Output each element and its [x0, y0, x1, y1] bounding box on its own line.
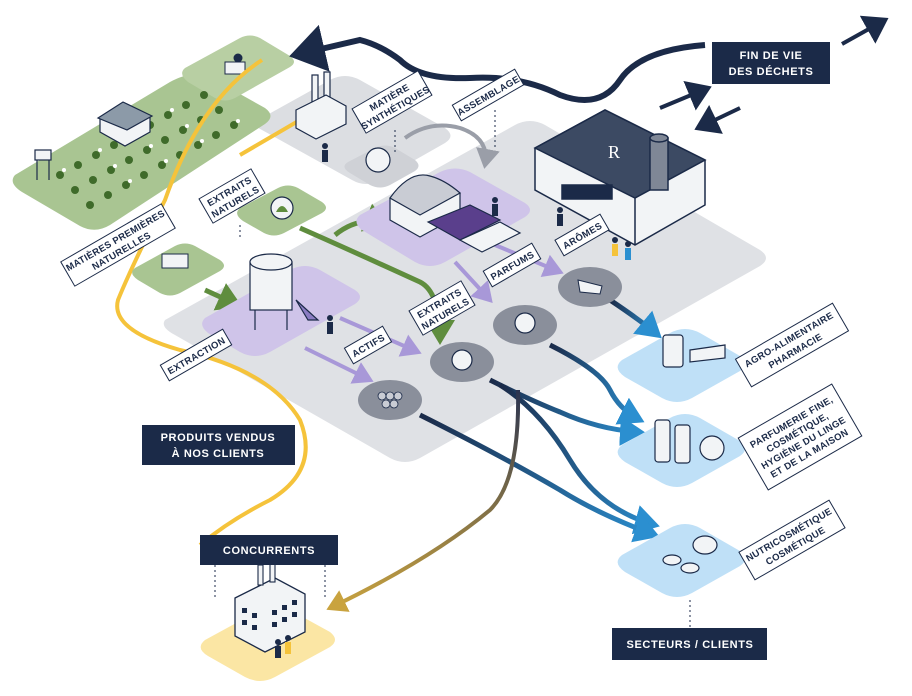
factory-logo-text: R	[608, 142, 620, 162]
synthetic-factory-icon	[295, 71, 347, 140]
flowers	[62, 108, 240, 183]
out-arrow-extraits-2	[498, 382, 660, 535]
node-parfums	[493, 305, 557, 345]
synthetic-node	[344, 145, 419, 188]
concurrents-label: CONCURRENTS	[200, 535, 338, 565]
purple-arrow-2	[304, 346, 374, 384]
svg-text:CONCURRENTS: CONCURRENTS	[223, 545, 315, 557]
svg-text:À NOS CLIENTS: À NOS CLIENTS	[172, 447, 265, 460]
extraction-zone	[202, 266, 360, 356]
purple-arrow-3	[453, 260, 493, 303]
fin-arrow-3	[841, 15, 889, 46]
sector-agro-platform	[617, 329, 745, 402]
fin-arrow-1	[659, 80, 712, 111]
svg-text:PRODUITS VENDUS: PRODUITS VENDUS	[161, 432, 276, 444]
synthetic-to-assembly-arrow	[403, 123, 500, 169]
yellow-flow-2	[238, 118, 302, 157]
assembly-building-icon	[389, 174, 522, 253]
secteurs-label: SECTEURS / CLIENTS	[612, 628, 767, 660]
agro-label: AGRO-ALIMENTAIRE PHARMACIE	[734, 302, 850, 388]
sector-nutri-platform	[617, 524, 745, 597]
competitors-platform	[200, 559, 335, 681]
greenhouse-icon	[224, 53, 246, 75]
main-factory-icon	[533, 109, 707, 246]
out-arrow-actifs	[418, 412, 660, 543]
svg-text:DES DÉCHETS: DES DÉCHETS	[729, 65, 814, 78]
yellow-flow	[115, 58, 308, 547]
raw-node	[132, 243, 224, 296]
farm-house-icon	[96, 101, 154, 147]
sector-parfumerie-platform	[617, 414, 745, 487]
fin-arrow-2	[694, 104, 741, 134]
node-extraits	[430, 342, 494, 382]
leader-lines	[214, 110, 691, 628]
water-tower-icon	[34, 149, 52, 180]
out-arrow-aromes	[608, 297, 662, 339]
node-aromes	[558, 267, 622, 307]
svg-text:SECTEURS / CLIENTS: SECTEURS / CLIENTS	[627, 639, 754, 651]
fin-de-vie-label: FIN DE VIE DES DÉCHETS	[712, 42, 830, 84]
produits-vendus-label: PRODUITS VENDUS À NOS CLIENTS	[142, 425, 295, 465]
out-arrow-parfums	[548, 342, 645, 425]
parfumerie-label: PARFUMERIE FINE, COSMÉTIQUE, HYGIÈNE DU …	[737, 383, 863, 491]
to-competitors-arrow	[326, 389, 521, 612]
svg-text:FIN DE VIE: FIN DE VIE	[740, 50, 803, 62]
extract-node-green	[237, 185, 326, 236]
node-actifs	[358, 380, 422, 420]
nutri-label: NUTRICOSMÉTIQUE COSMÉTIQUE	[738, 499, 846, 581]
extraction-tank-icon	[249, 253, 320, 330]
people-icons	[275, 143, 631, 658]
